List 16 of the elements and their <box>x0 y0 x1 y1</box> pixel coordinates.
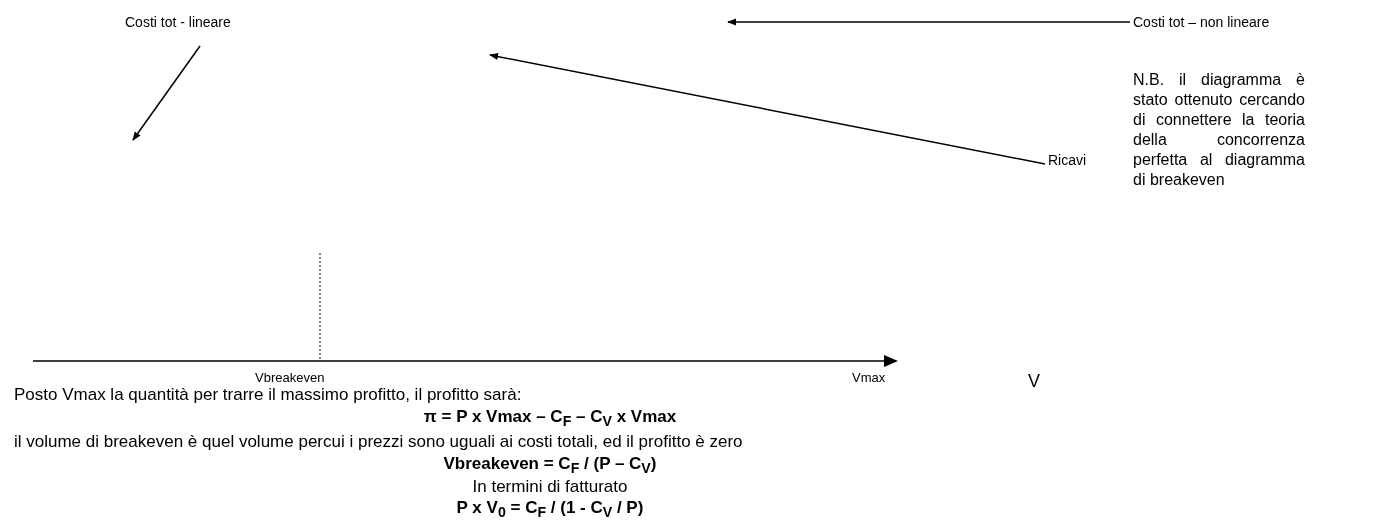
formula: P x V$_{0}$ = C$_{F}$ / (1 - C$_{V}$ / P) <box>456 498 644 517</box>
axis-tick-label: Vmax <box>852 369 886 387</box>
body-text: Posto Vmax la quantità per trarre il massimo profitto, il profitto sarà: <box>14 385 522 405</box>
curve-label: Ricavi <box>1048 152 1087 168</box>
note-text: N.B. il diagramma è stato ottenuto cercando di connettere la teoria della concorrenza perfetta al diagramma di breakeven <box>1133 70 1305 190</box>
leader-arrow <box>727 18 1131 26</box>
curve-label: Costi tot – non lineare <box>1133 14 1270 30</box>
body-text: il volume di breakeven è quel volume percui i prezzi sono uguali ai costi totali, ed il profitto è zero <box>14 432 743 452</box>
leader-arrow <box>132 45 201 141</box>
leader-arrow <box>489 53 1046 165</box>
axis-tick-label: Vbreakeven <box>255 369 325 387</box>
formula: Vbreakeven = C$_{F}$ / (P – C$_{V}$) <box>443 454 657 473</box>
curve-label: Costi tot - lineare <box>125 14 231 30</box>
body-text: In termini di fatturato <box>472 477 628 496</box>
axis-title: V <box>1028 372 1040 390</box>
formula: π = P x Vmax – C$_{F}$ – C$_{V}$ x Vmax <box>423 407 677 426</box>
